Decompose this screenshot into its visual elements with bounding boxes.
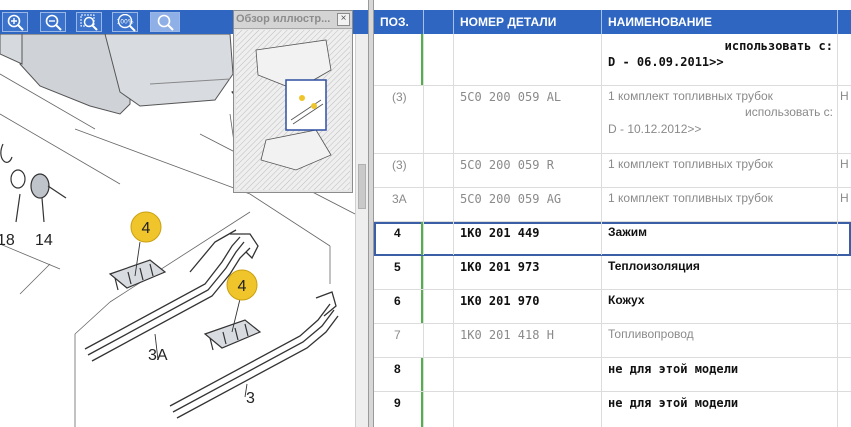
- row-description: Кожух: [608, 293, 645, 307]
- zoom-out-button[interactable]: [40, 12, 66, 32]
- table-row[interactable]: (3) 5C0 200 059 AL 1 комплект топливных …: [374, 86, 851, 154]
- row-use-label: использовать с:: [724, 39, 833, 53]
- row-part-number[interactable]: 1K0 201 449: [460, 226, 540, 240]
- table-top-strip: [374, 0, 851, 10]
- callout-4-lower[interactable]: 4: [226, 269, 258, 301]
- callout-18-label[interactable]: 18: [0, 232, 15, 249]
- row-description: Теплоизоляция: [608, 259, 700, 273]
- pane-splitter[interactable]: [368, 0, 374, 427]
- row-pos: (3): [392, 90, 407, 104]
- overview-close-button[interactable]: ×: [337, 13, 350, 26]
- row-part-number[interactable]: 1K0 201 973: [460, 260, 540, 274]
- row-description: 1 комплект топливных трубок: [608, 89, 773, 103]
- table-row[interactable]: использовать с: D - 06.09.2011>>: [374, 34, 851, 86]
- search-icon: [157, 14, 174, 31]
- header-mark: [424, 10, 454, 34]
- table-row[interactable]: 6 1K0 201 970 Кожух: [374, 290, 851, 324]
- row-pos: 9: [394, 396, 401, 410]
- overview-title: Обзор иллюстр...: [236, 13, 331, 25]
- illustration-pane: 4 4 18 14 3A 3: [0, 0, 368, 427]
- table-row[interactable]: 5 1K0 201 973 Теплоизоляция: [374, 256, 851, 290]
- overview-thumbnail[interactable]: [236, 30, 350, 190]
- zoom-area-button[interactable]: [76, 12, 102, 32]
- row-part-number[interactable]: 5C0 200 059 R: [460, 158, 554, 172]
- callout-3-label[interactable]: 3: [246, 390, 255, 407]
- row-part-number[interactable]: 5C0 200 059 AG: [460, 192, 562, 206]
- overview-titlebar[interactable]: Обзор иллюстр... ×: [234, 11, 352, 29]
- row-pos: 4: [394, 226, 401, 240]
- table-row[interactable]: 9 не для этой модели: [374, 392, 851, 427]
- header-name[interactable]: НАИМЕНОВАНИЕ: [602, 10, 838, 34]
- scrollbar-thumb[interactable]: [358, 164, 366, 209]
- table-row[interactable]: 3A 5C0 200 059 AG 1 комплект топливных т…: [374, 188, 851, 222]
- overview-panel[interactable]: Обзор иллюстр... ×: [233, 10, 353, 193]
- header-pos[interactable]: ПОЗ.: [374, 10, 424, 34]
- row-pos: 5: [394, 260, 401, 274]
- row-description: 1 комплект топливных трубок: [608, 157, 773, 171]
- row-part-number[interactable]: 5C0 200 059 AL: [460, 90, 562, 104]
- zoom-100-button[interactable]: 100%: [112, 12, 138, 32]
- row-date: D - 06.09.2011>>: [608, 55, 724, 69]
- row-description: не для этой модели: [608, 396, 739, 410]
- row-part-number[interactable]: 1K0 201 418 H: [460, 328, 554, 342]
- callout-4-upper[interactable]: 4: [130, 211, 162, 243]
- parts-table: ПОЗ. НОМЕР ДЕТАЛИ НАИМЕНОВАНИЕ использов…: [374, 0, 851, 427]
- row-pos: 7: [394, 328, 401, 342]
- row-description: Топливопровод: [608, 327, 694, 341]
- zoom-100-label: 100%: [116, 19, 133, 26]
- table-row[interactable]: (3) 5C0 200 059 R 1 комплект топливных т…: [374, 154, 851, 188]
- row-use-label: использовать с:: [745, 105, 833, 119]
- row-description: 1 комплект топливных трубок: [608, 191, 773, 205]
- header-extra: [838, 10, 851, 34]
- zoom-in-button[interactable]: [2, 12, 28, 32]
- row-pos: 6: [394, 294, 401, 308]
- parts-illustration[interactable]: 4 4 18 14 3A 3: [0, 34, 355, 427]
- row-pos: 8: [394, 362, 401, 376]
- row-description: Зажим: [608, 225, 647, 239]
- zoom-area-icon: [80, 14, 98, 31]
- search-button[interactable]: [150, 12, 180, 32]
- callout-3a-label[interactable]: 3A: [148, 347, 168, 364]
- table-row[interactable]: 8 не для этой модели: [374, 358, 851, 392]
- row-pos: (3): [392, 158, 407, 172]
- header-number[interactable]: НОМЕР ДЕТАЛИ: [454, 10, 602, 34]
- table-row[interactable]: 7 1K0 201 418 H Топливопровод: [374, 324, 851, 358]
- table-header-row: ПОЗ. НОМЕР ДЕТАЛИ НАИМЕНОВАНИЕ: [374, 10, 851, 34]
- callout-4-lower-label: 4: [238, 278, 247, 295]
- zoom-in-icon: [7, 14, 24, 31]
- row-extra: Н: [840, 191, 849, 205]
- table-row-selected[interactable]: 4 1K0 201 449 Зажим: [374, 222, 851, 256]
- callout-14-label[interactable]: 14: [35, 232, 53, 249]
- callout-4-upper-label: 4: [142, 220, 151, 237]
- row-part-number[interactable]: 1K0 201 970: [460, 294, 540, 308]
- zoom-100-icon: 100%: [116, 14, 136, 32]
- zoom-out-icon: [45, 14, 62, 31]
- illustration-scrollbar[interactable]: [355, 34, 368, 427]
- row-extra: Н: [840, 89, 849, 103]
- row-date: D - 10.12.2012>>: [608, 122, 702, 136]
- row-extra: Н: [840, 157, 849, 171]
- row-pos: 3A: [392, 192, 407, 206]
- row-description: не для этой модели: [608, 362, 739, 376]
